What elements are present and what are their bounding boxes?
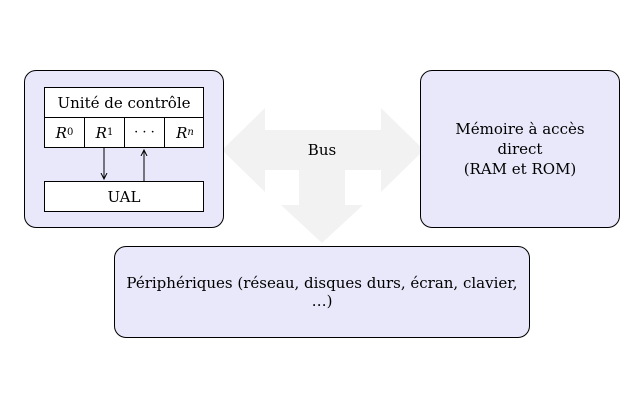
register-rn-sub: n [187, 127, 194, 138]
memory-label-line2: direct [497, 139, 543, 158]
alu-label: UAL [107, 187, 141, 206]
register-r1-sub: 1 [106, 127, 114, 138]
register-r0-base: R [55, 123, 67, 142]
memory-box: Mémoire à accès direct (RAM et ROM) [420, 70, 620, 228]
control-unit-label: Unité de contrôle [57, 93, 191, 112]
register-ellipsis-text: · · · [134, 125, 155, 140]
memory-label-line1: Mémoire à accès [455, 119, 585, 138]
register-r1-base: R [95, 123, 107, 142]
bus-arrow-polygon [222, 108, 424, 243]
peripherals-box: Périphériques (réseau, disques durs, écr… [114, 246, 530, 338]
control-unit-box: Unité de contrôle [44, 87, 204, 118]
register-rn-base: R [176, 123, 188, 142]
register-r0-sub: 0 [66, 127, 74, 138]
memory-label-line3: (RAM et ROM) [463, 160, 577, 179]
register-ellipsis: · · · [125, 118, 165, 147]
peripherals-label: Périphériques (réseau, disques durs, écr… [126, 274, 518, 310]
bus-label: Bus [307, 141, 337, 159]
alu-box: UAL [44, 181, 204, 212]
